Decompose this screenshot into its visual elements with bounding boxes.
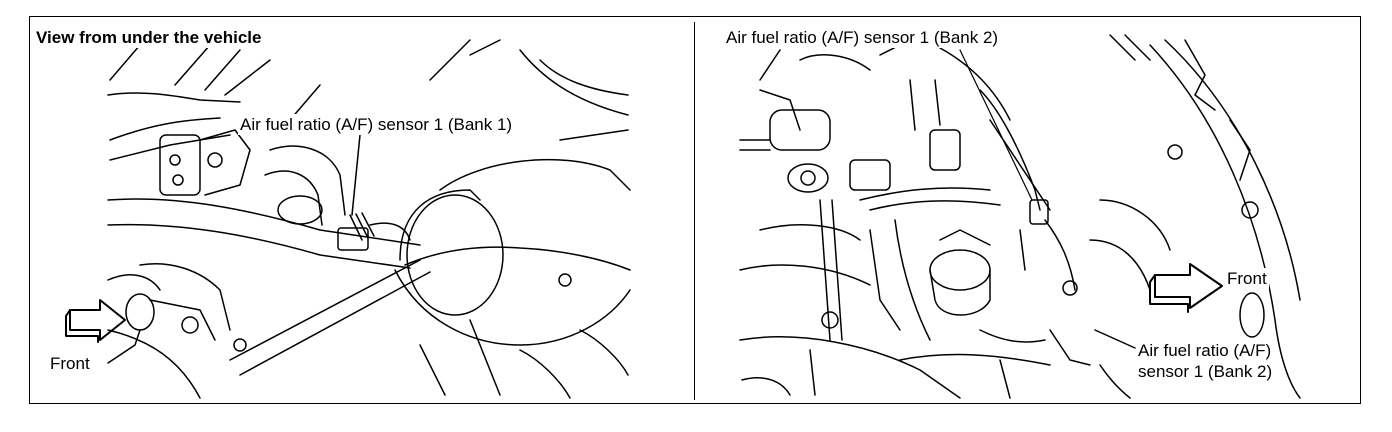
- right-front-label: Front: [1225, 268, 1269, 289]
- left-front-label: Front: [48, 353, 92, 374]
- bank2-sensor-top-label: Air fuel ratio (A/F) sensor 1 (Bank 2): [724, 27, 1001, 48]
- bank2-sensor-bottom-label: Air fuel ratio (A/F) sensor 1 (Bank 2): [1136, 340, 1275, 382]
- right-panel-drawing: [739, 34, 1301, 399]
- panel-divider: [694, 22, 696, 400]
- bank2-bottom-line2: sensor 1 (Bank 2): [1138, 362, 1273, 381]
- bank2-bottom-line1: Air fuel ratio (A/F): [1138, 341, 1272, 360]
- figure-frame: [29, 16, 1361, 404]
- bank1-sensor-label: Air fuel ratio (A/F) sensor 1 (Bank 1): [238, 114, 515, 135]
- left-panel-drawing: [65, 39, 631, 399]
- left-view-title: View from under the vehicle: [34, 27, 264, 48]
